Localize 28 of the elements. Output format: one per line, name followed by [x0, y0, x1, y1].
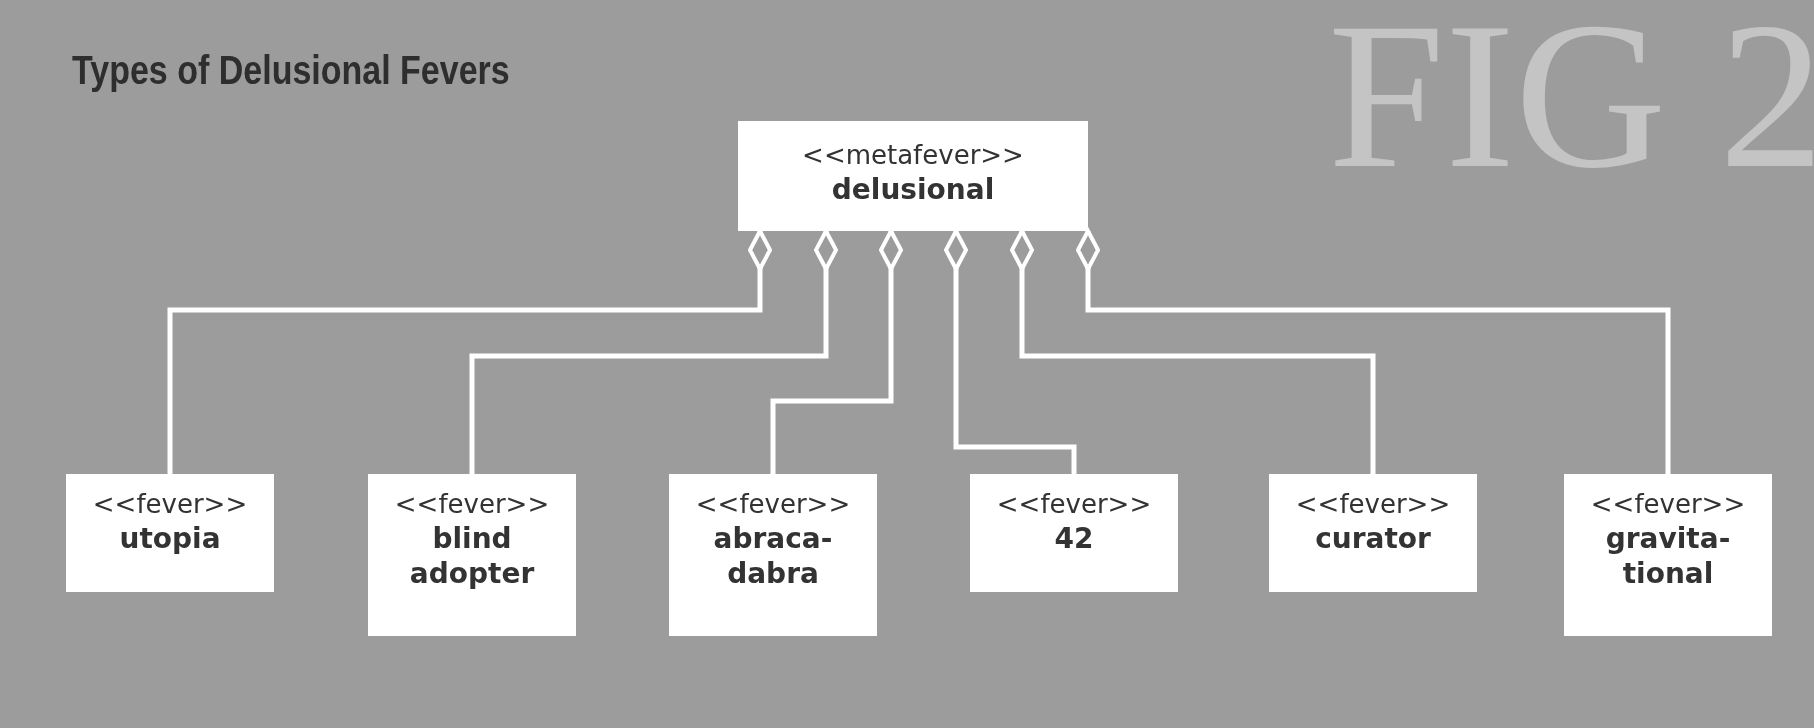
class-name: abraca- dabra: [712, 520, 834, 591]
class-name: utopia: [118, 520, 222, 556]
stereotype-text: <<fever>>: [92, 488, 248, 521]
stereotype-text: <<fever>>: [695, 488, 851, 521]
class-name: curator: [1314, 520, 1432, 556]
class-box: [669, 474, 877, 636]
class-name: blind adopter: [408, 520, 536, 591]
stereotype-text: <<fever>>: [996, 488, 1152, 521]
stereotype-text: <<fever>>: [1590, 488, 1746, 521]
aggregation-connector: [944, 229, 1077, 474]
stereotype-text: <<fever>>: [394, 488, 550, 521]
class-box: [368, 474, 576, 636]
class-box: [738, 121, 1088, 231]
stereotype-text: <<fever>>: [1295, 488, 1451, 521]
aggregation-connector: [770, 229, 903, 474]
class-box: [1269, 474, 1477, 592]
diagram-title: Types of Delusional Fevers: [72, 48, 510, 93]
aggregation-connector: [167, 229, 772, 474]
aggregation-connector: [469, 229, 838, 474]
class-name: gravita- tional: [1604, 520, 1732, 591]
aggregation-connector: [1010, 229, 1376, 474]
stereotype-text: <<metafever>>: [802, 139, 1024, 172]
class-name: delusional: [830, 171, 996, 207]
aggregation-connector: [1076, 229, 1671, 474]
class-box: [1564, 474, 1772, 636]
class-box: [66, 474, 274, 592]
class-box: [970, 474, 1178, 592]
class-name: 42: [1053, 520, 1095, 556]
